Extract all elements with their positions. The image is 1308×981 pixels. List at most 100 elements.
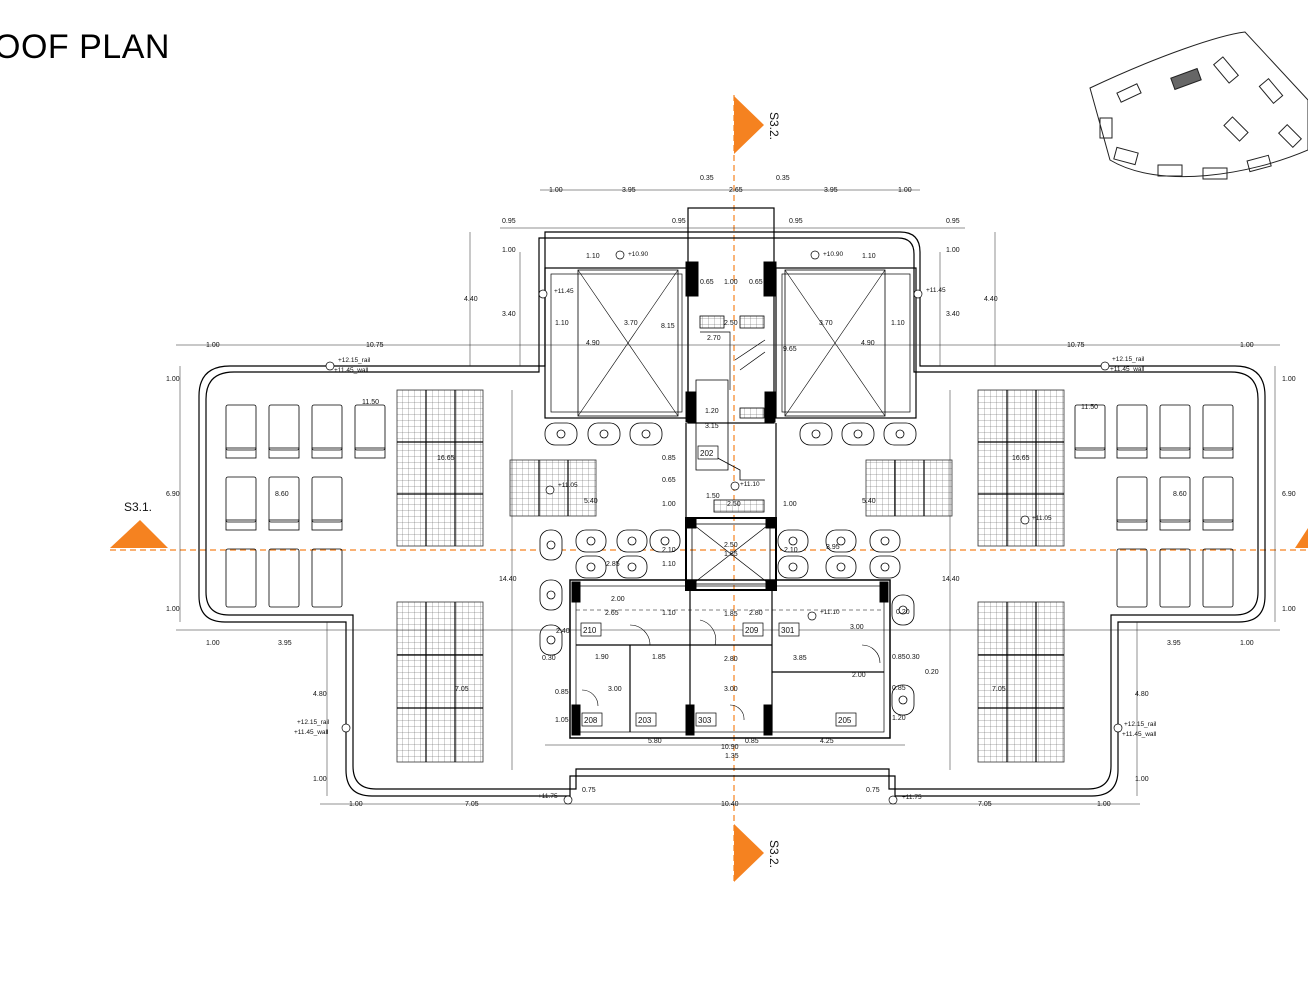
dim-c17: 3.95 [826,544,840,551]
dim-w3: 3.40 [502,311,516,318]
rooms-block [569,579,891,739]
dim-u2: 0.95 [672,218,686,225]
section-label-s3-2-bottom: S3.2. [767,840,781,868]
dim-w2: 4.40 [984,296,998,303]
dim-f3: 3.95 [1167,640,1181,647]
dim-t4: 2.65 [729,187,743,194]
dim-c3: 0.85 [662,455,676,462]
panel-grid-lines [397,390,1064,762]
key-plan-building [1258,78,1284,104]
room-202: 202 [700,449,714,458]
dim-t2: 3.95 [622,187,636,194]
solar-panel-array [977,389,1065,547]
dim-e4: 4.25 [820,738,834,745]
solar-panel-array [865,459,953,517]
dim-d6: 3.00 [850,624,864,631]
wall-level-3: +11.45_wall [294,729,329,736]
level-labels: +10.90 +10.90 +11.45 +11.45 +11.10 +11.1… [294,251,1157,801]
dim-t7: 1.00 [898,187,912,194]
dim-c2: 3.15 [705,423,719,430]
section-marker-s3-1: S3.1. [110,500,1308,548]
dim-x1: 1.10 [555,320,569,327]
dim-r3: 1.00 [1282,606,1296,613]
key-plan-building [1246,154,1272,173]
dim-m3: 10.75 [1067,342,1085,349]
room-208: 208 [584,716,598,725]
level-1175-right: +11.75 [902,794,922,801]
dim-u4: 0.95 [946,218,960,225]
key-plan-building [1113,146,1139,166]
dim-c9: 5.40 [584,498,598,505]
key-plan-building [1212,56,1240,84]
dim-l3: 1.00 [166,606,180,613]
solar-panel-array [977,601,1065,763]
dim-c18: 14.40 [499,576,517,583]
dim-g4: 7.05 [992,686,1006,693]
dim-d5: 2.80 [749,610,763,617]
key-plan [1089,31,1308,180]
level-1175-left: +11.75 [538,793,558,800]
rail-level-3: +12.15_rail [297,719,330,726]
dim-p4: 8.60 [1173,491,1187,498]
water-tanks [539,422,917,716]
dim-h1: 1.00 [313,776,327,783]
dim-x5: 3.70 [819,320,833,327]
dim-p2: 11.50 [1081,404,1098,411]
dim-h2: 1.00 [1135,776,1149,783]
dim-v2: 1.00 [946,247,960,254]
dim-t6: 3.95 [824,187,838,194]
dim-e3: 0.85 [745,738,759,745]
dim-d23: 0.20 [896,609,910,616]
dim-d14: 0.20 [925,669,939,676]
rail-level-1: +12.15_rail [338,357,371,364]
dim-e2: 10.90 [721,744,739,751]
dim-x4: 9.65 [783,346,797,353]
lift-shaft [685,517,777,591]
dim-t3: 0.35 [700,175,714,182]
wall-level-1: +11.45_wall [334,367,369,374]
dim-t5: 0.35 [776,175,790,182]
dim-g3: 7.05 [455,686,469,693]
dim-e1: 5.80 [648,738,662,745]
dim-b3: 10.40 [721,801,739,808]
dim-f1: 1.00 [206,640,220,647]
dim-d13: 0.85 [892,654,906,661]
dim-d12: 3.85 [793,655,807,662]
dim-c5: 1.00 [662,501,676,508]
dim-c12: 1.85 [724,551,738,558]
section-arrow-bottom [734,824,764,882]
key-plan-building [1202,167,1228,180]
room-209: 209 [745,626,759,635]
dim-b4: 7.05 [978,801,992,808]
dim-d8: 0.30 [542,655,556,662]
dim-g2: 4.80 [1135,691,1149,698]
dim-v1: 1.00 [502,247,516,254]
dim-d1: 2.00 [611,596,625,603]
key-plan-building [1223,116,1249,142]
dim-c4: 0.65 [662,477,676,484]
level-1110-a: +11.10 [820,609,840,616]
room-205: 205 [838,716,852,725]
dim-s2: 1.00 [724,279,738,286]
dim-b1: 1.00 [349,801,363,808]
level-1090-left: +10.90 [628,251,648,258]
dim-d3: 1.10 [662,610,676,617]
dim-w4: 3.40 [946,311,960,318]
level-1110-b: +11.10 [740,481,760,488]
heater-units-left [225,404,386,608]
dim-c13: 2.10 [662,547,676,554]
dim-y1: 4.90 [586,340,600,347]
section-label-s3-1: S3.1. [124,500,152,514]
dimension-texts: 1.00 3.95 0.35 2.65 0.35 3.95 1.00 0.95 … [166,175,1296,808]
section-label-s3-2-top: S3.2. [767,112,781,140]
dim-x2: 3.70 [624,320,638,327]
dim-d4: 1.85 [724,611,738,618]
outer-parapet [198,231,1266,797]
dim-d10: 1.85 [652,654,666,661]
dim-c1: 1.20 [705,408,719,415]
dim-c16: 2.85 [606,561,620,568]
dim-x3: 8.15 [661,323,675,330]
dim-s1: 0.65 [700,279,714,286]
room-303: 303 [698,716,712,725]
dimension-lines [176,189,1280,805]
